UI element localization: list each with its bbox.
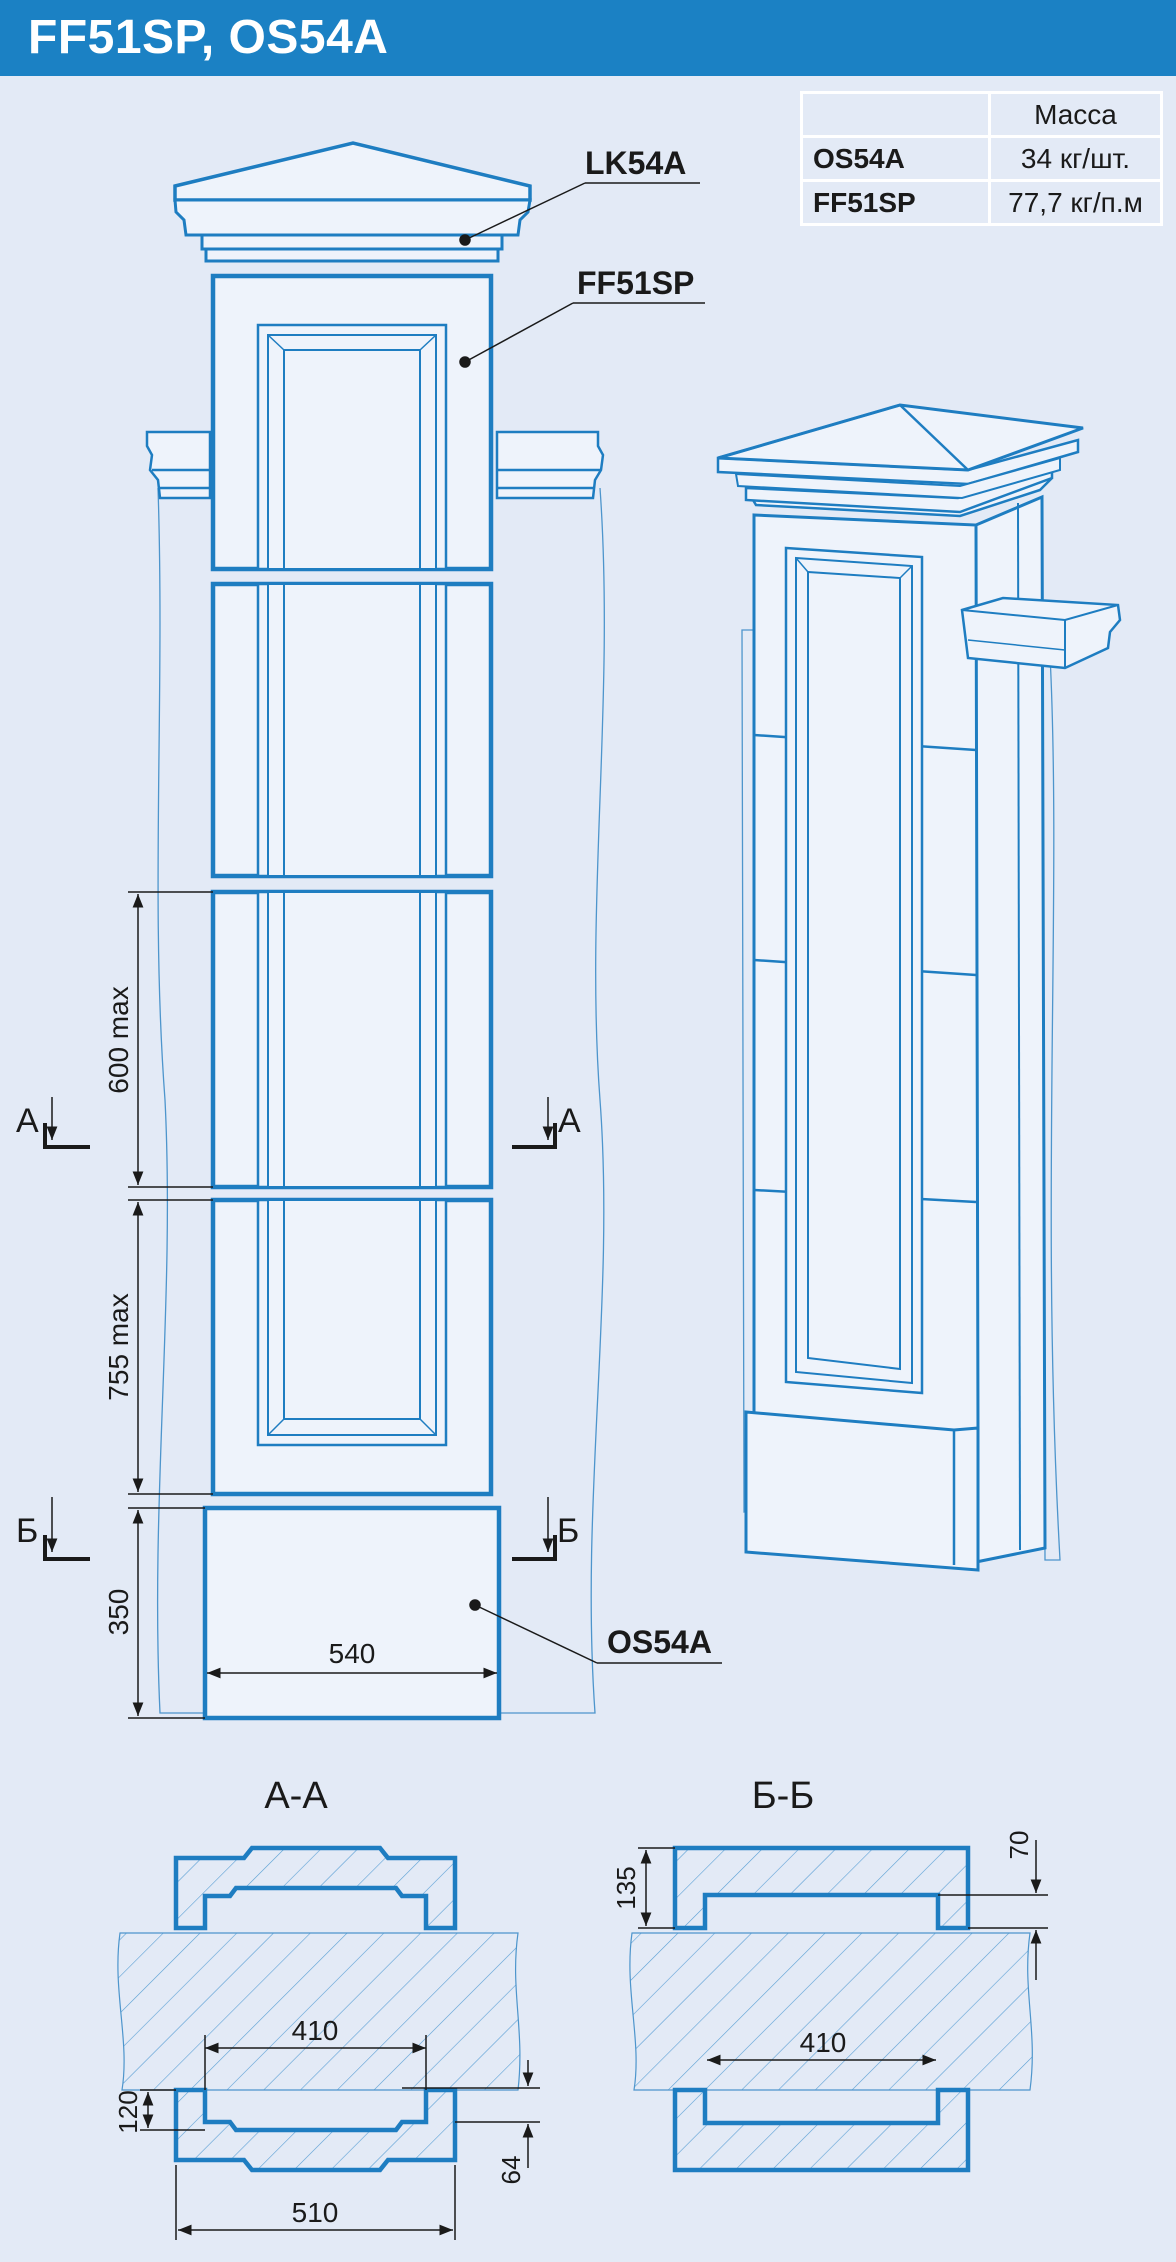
panel-ff51sp: [210, 1197, 494, 1497]
mass-table-header-row: Масса: [803, 94, 1160, 135]
front-elevation: LK54A FF51SP OS54A 600 max 755 max 350 5…: [16, 141, 722, 1721]
section-bb-top-profile: [672, 1845, 971, 1931]
section-mark-b-right: Б: [557, 1512, 579, 1550]
section-aa-bottom-profile: [173, 2087, 458, 2173]
section-aa-top-profile: [173, 1845, 458, 1931]
section-aa-dimension-510: 510: [292, 2197, 339, 2228]
dimension-540: 540: [329, 1638, 376, 1669]
base-block-os54a: [202, 1505, 502, 1721]
callout-ff51sp: FF51SP: [577, 265, 694, 301]
section-bb-dimension-70: 70: [1004, 1831, 1034, 1860]
section-aa-wall: [117, 1932, 521, 2091]
panel-ff51sp: [210, 889, 494, 1190]
mass-table-header-mass: Масса: [991, 94, 1160, 135]
mass-table-row: OS54A 34 кг/шт.: [803, 138, 1160, 179]
section-aa-dimension-120: 120: [113, 2090, 143, 2133]
dimension-350: 350: [103, 1589, 134, 1636]
mass-table-row-value: 34 кг/шт.: [991, 138, 1160, 179]
page-title: FF51SP, OS54A: [28, 11, 389, 64]
cap-lk54a: [173, 141, 532, 263]
mass-table-header-empty: [803, 94, 988, 135]
side-molding-right: [495, 430, 605, 500]
callout-leaders: [459, 182, 722, 1664]
mass-table: Масса OS54A 34 кг/шт. FF51SP 77,7 кг/п.м: [800, 91, 1163, 226]
section-mark-a-left: А: [16, 1102, 39, 1140]
panel-ff51sp: [210, 273, 494, 572]
section-aa-title: А-А: [264, 1775, 328, 1817]
section-bb-dimension-135: 135: [611, 1866, 641, 1909]
section-aa-dimension-64: 64: [496, 2156, 526, 2185]
callout-lk54a: LK54A: [585, 145, 686, 181]
side-molding-left: [145, 430, 212, 500]
section-aa-dimension-410: 410: [292, 2015, 339, 2046]
section-markers: [43, 1123, 557, 1561]
mass-table-row-name: FF51SP: [803, 182, 988, 223]
section-bb-bottom-profile: [672, 2087, 971, 2173]
mass-table-row-name: OS54A: [803, 138, 988, 179]
isometric-view: [716, 403, 1122, 1572]
dimension-600-max: 600 max: [103, 986, 134, 1093]
section-bb-wall: [629, 1932, 1033, 2091]
dimension-755-max: 755 max: [103, 1293, 134, 1400]
mass-table-row: FF51SP 77,7 кг/п.м: [803, 182, 1160, 223]
header-bar: FF51SP, OS54A: [0, 0, 1176, 76]
panel-ff51sp: [210, 581, 494, 879]
section-bb: Б-Б 410 135 70: [611, 1775, 1048, 2173]
dimension-lines: [128, 891, 497, 1719]
mass-table-row-value: 77,7 кг/п.м: [991, 182, 1160, 223]
section-bb-title: Б-Б: [752, 1775, 815, 1817]
section-mark-b-left: Б: [16, 1512, 38, 1550]
section-mark-a-right: А: [558, 1102, 581, 1140]
section-bb-dimension-410: 410: [800, 2027, 847, 2058]
section-aa: А-А 410 510 120 64: [113, 1775, 540, 2240]
callout-os54a: OS54A: [607, 1624, 712, 1660]
